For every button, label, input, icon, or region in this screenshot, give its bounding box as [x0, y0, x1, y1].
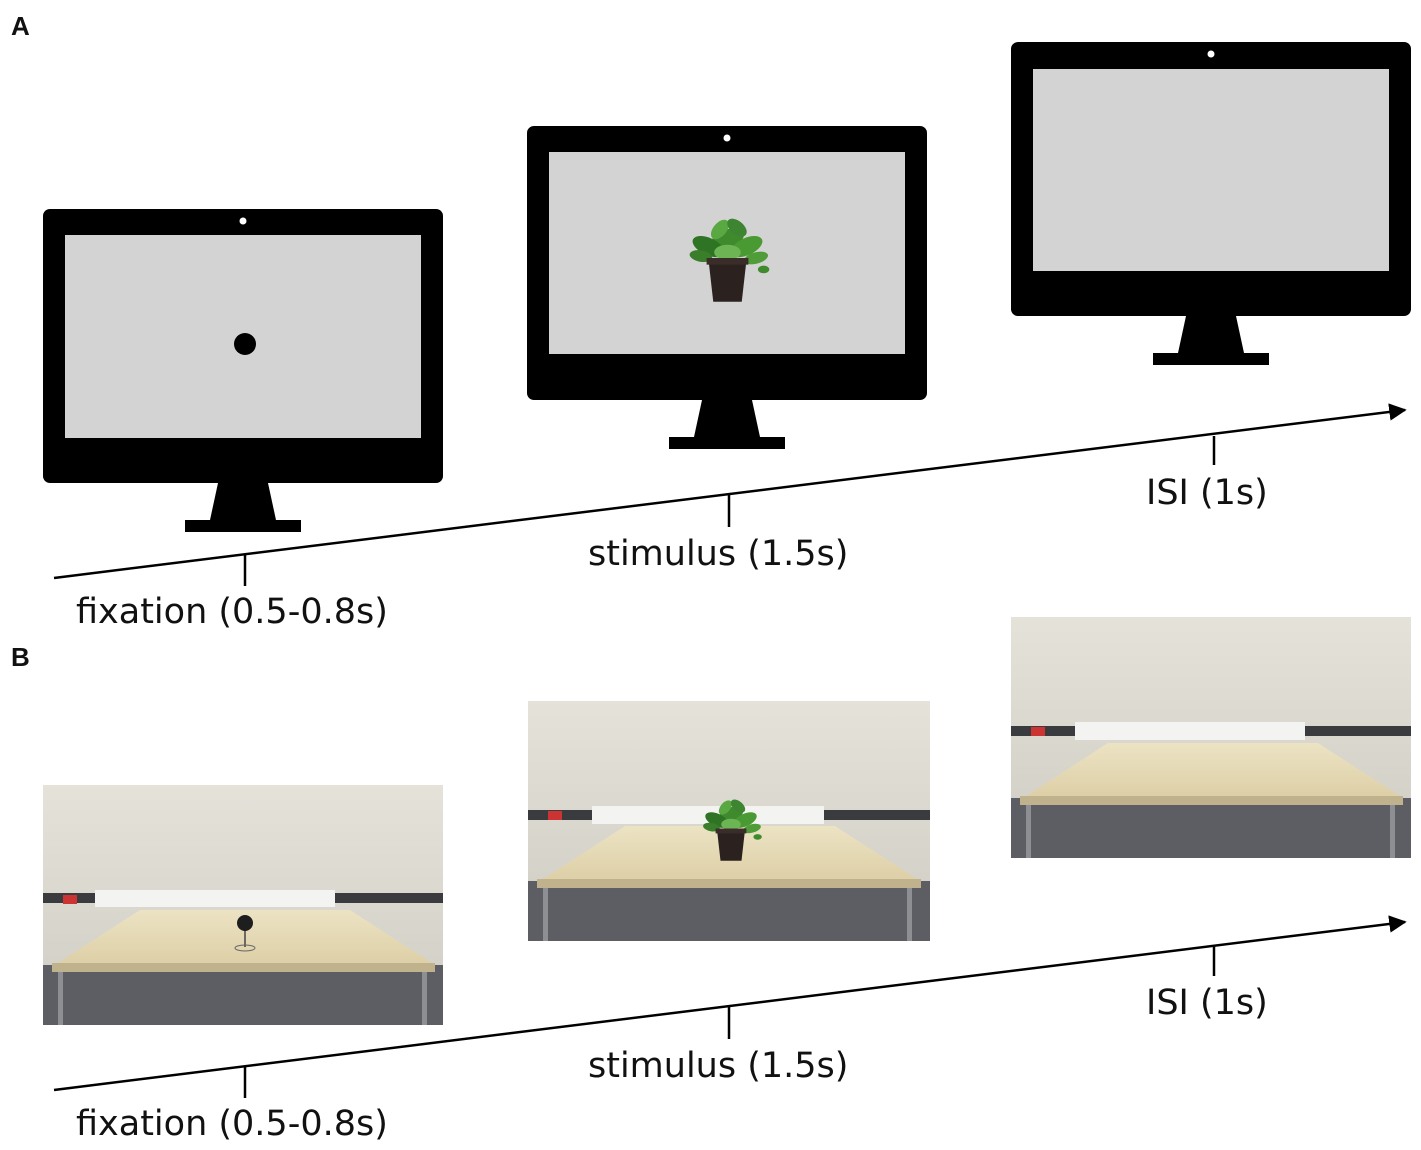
label-stimulus: stimulus (1.5s)	[588, 1046, 848, 1086]
floor	[43, 965, 443, 1025]
label-fixation: fixation (0.5-0.8s)	[76, 1104, 388, 1144]
label-isi: ISI (1s)	[1146, 473, 1268, 513]
floor	[1011, 798, 1411, 858]
panel-letter-a: A	[11, 11, 30, 41]
monitor-base	[1153, 353, 1269, 365]
webcam-dot-icon	[1207, 50, 1215, 58]
webcam-dot-icon	[239, 217, 247, 225]
fixation-dot-icon	[234, 333, 256, 355]
photo-fixation	[43, 785, 443, 1025]
monitor-base	[185, 520, 301, 532]
photo-isi	[1011, 617, 1411, 858]
monitor-fixation	[43, 209, 443, 532]
panel-letter-b: B	[11, 642, 30, 672]
monitor-neck	[1178, 316, 1244, 353]
time-arrow	[53, 915, 1407, 1092]
timeline-b: fixation (0.5-0.8s) stimulus (1.5s) ISI …	[53, 915, 1407, 1144]
table-top	[1023, 743, 1403, 798]
screen-area	[1033, 69, 1389, 271]
label-fixation: fixation (0.5-0.8s)	[76, 592, 388, 632]
monitor-neck	[694, 400, 760, 437]
fixation-ball-icon	[237, 915, 253, 931]
monitor-isi	[1011, 42, 1411, 365]
floor	[528, 881, 930, 941]
photo-stimulus	[528, 701, 930, 941]
time-arrow	[53, 403, 1407, 580]
monitor-base	[669, 437, 785, 449]
webcam-dot-icon	[723, 134, 731, 142]
monitor-stimulus	[527, 126, 927, 449]
monitor-neck	[210, 483, 276, 520]
label-stimulus: stimulus (1.5s)	[588, 534, 848, 574]
timeline-a: fixation (0.5-0.8s) stimulus (1.5s) ISI …	[53, 403, 1407, 632]
label-isi: ISI (1s)	[1146, 983, 1268, 1023]
